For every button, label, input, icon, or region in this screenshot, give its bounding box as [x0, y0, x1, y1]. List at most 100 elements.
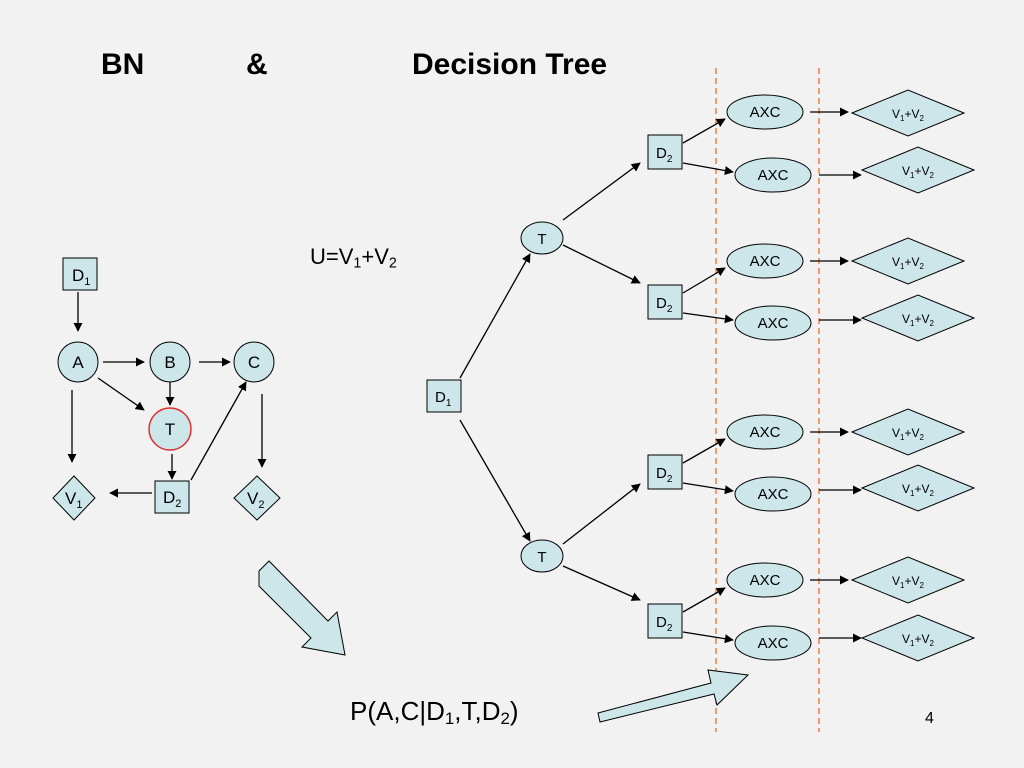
tree-axc-node-upper	[726, 414, 804, 450]
tree-value-label-lower: V1+V2	[902, 632, 934, 648]
bn-node-d1: D1	[62, 257, 98, 291]
bn-node-v2-label: V2	[247, 489, 264, 511]
bn-node-t: T	[148, 407, 192, 451]
tree-edge-t1-d2-a	[562, 162, 641, 221]
tree-axc-node-lower	[734, 305, 812, 341]
tree-d2-node	[647, 284, 683, 320]
block-arrow-formula-to-tree	[597, 669, 750, 723]
tree-axc-node-lower	[734, 625, 812, 661]
tree-d2-label: D2	[656, 465, 673, 485]
bn-node-c: C	[233, 341, 275, 383]
bn-node-v1-shape	[52, 475, 96, 521]
tree-axc-label-upper: AXC	[750, 572, 781, 589]
tree-axc-label-upper: AXC	[750, 104, 781, 121]
probability-formula: P(A,C|D1,T,D2)	[350, 696, 519, 729]
bn-node-t-label: T	[165, 420, 175, 439]
tree-value-node-upper	[850, 89, 966, 137]
tree-edge-d2-axc-upper	[682, 118, 726, 144]
tree-group-3: D2 AXC AXC V1+V2 V1+V2	[647, 408, 976, 512]
bn-node-d2-shape	[154, 480, 190, 514]
tree-value-label-lower: V1+V2	[902, 312, 934, 328]
bn-node-b: B	[149, 341, 191, 383]
tree-edge-d2-axc-upper	[682, 267, 726, 294]
bn-node-b-shape	[149, 341, 191, 383]
tree-chance-t-bottom: T	[520, 539, 564, 573]
bn-node-b-label: B	[164, 353, 175, 372]
tree-group-2: D2 AXC AXC V1+V2 V1+V2	[647, 237, 976, 342]
tree-axc-node-upper	[726, 243, 804, 279]
bn-edge-d2-c	[190, 381, 247, 481]
tree-d2-label: D2	[656, 295, 673, 315]
tree-root-d1: D1	[426, 379, 462, 413]
tree-chance-t-bottom-label: T	[537, 549, 546, 566]
tree-root-edges	[459, 162, 641, 601]
tree-axc-label-lower: AXC	[758, 486, 789, 503]
tree-axc-node-upper	[726, 562, 804, 598]
tree-value-label-upper: V1+V2	[892, 426, 924, 442]
tree-chance-t-top-shape	[520, 221, 564, 255]
tree-edge-d2-axc-lower	[682, 631, 734, 644]
bn-node-a-label: A	[72, 353, 84, 372]
tree-edge-d2-axc-upper	[682, 438, 726, 464]
tree-value-label-upper: V1+V2	[892, 107, 924, 123]
bn-node-a-shape	[57, 341, 99, 383]
tree-value-label-upper: V1+V2	[892, 255, 924, 271]
bn-node-d2: D2	[154, 480, 190, 514]
tree-value-node-lower	[860, 614, 976, 662]
tree-d2-node	[647, 134, 683, 170]
tree-value-label-lower: V1+V2	[902, 164, 934, 180]
bn-edges	[67, 292, 267, 498]
tree-d2-label: D2	[656, 145, 673, 165]
bn-node-a: A	[57, 341, 99, 383]
bn-node-d1-shape	[62, 257, 98, 291]
title-decision-tree: Decision Tree	[412, 48, 608, 81]
tree-value-node-lower	[860, 294, 976, 342]
tree-edge-t2-d2-c	[562, 483, 641, 545]
bn-node-c-label: C	[248, 353, 260, 372]
tree-value-label-lower: V1+V2	[902, 482, 934, 498]
tree-axc-label-upper: AXC	[750, 253, 781, 270]
tree-axc-node-upper	[726, 94, 804, 130]
tree-value-node-upper	[850, 408, 966, 456]
block-arrow-bn-to-formula	[258, 560, 346, 656]
tree-group-1: D2 AXC AXC V1+V2 V1+V2	[647, 89, 976, 194]
bn-node-v1-label: V1	[65, 489, 82, 511]
tree-root-d1-label: D1	[435, 389, 452, 409]
page-number: 4	[925, 710, 934, 727]
title-ampersand: &	[246, 48, 268, 81]
tree-chance-t-top-label: T	[537, 231, 546, 248]
bn-node-c-shape	[233, 341, 275, 383]
utility-formula: U=V1+V2	[310, 244, 397, 272]
tree-axc-label-lower: AXC	[758, 167, 789, 184]
tree-root-d1-shape	[426, 379, 462, 413]
tree-axc-node-lower	[734, 157, 812, 193]
bn-node-v1: V1	[52, 475, 96, 521]
tree-value-label-upper: V1+V2	[892, 574, 924, 590]
tree-axc-label-upper: AXC	[750, 424, 781, 441]
tree-edge-t2-d2-d	[562, 565, 641, 601]
tree-edge-d2-axc-lower	[682, 162, 734, 176]
tree-value-node-upper	[850, 237, 966, 285]
bn-edge-a-t	[97, 377, 145, 411]
tree-edge-root-t-top	[459, 253, 531, 379]
tree-d2-node	[647, 603, 683, 639]
tree-value-node-lower	[860, 146, 976, 194]
decision-tree: D1 T T D2 AXC AXC	[426, 89, 976, 662]
tree-chance-t-top: T	[520, 221, 564, 255]
tree-edge-d2-axc-lower	[682, 312, 734, 324]
bayes-network: D1 A B C T D2	[52, 257, 281, 521]
tree-group-4: D2 AXC AXC V1+V2 V1+V2	[647, 556, 976, 662]
tree-edge-root-t-bottom	[459, 419, 531, 542]
tree-value-node-lower	[860, 464, 976, 512]
bn-node-v2-shape	[233, 475, 281, 521]
tree-value-node-upper	[850, 556, 966, 604]
tree-axc-label-lower: AXC	[758, 635, 789, 652]
tree-axc-node-lower	[734, 476, 812, 512]
tree-axc-label-lower: AXC	[758, 315, 789, 332]
tree-edge-d2-axc-lower	[682, 482, 734, 495]
bn-node-d1-label: D1	[72, 266, 90, 288]
tree-edge-t1-d2-b	[562, 244, 641, 284]
tree-edge-d2-axc-upper	[682, 587, 726, 613]
